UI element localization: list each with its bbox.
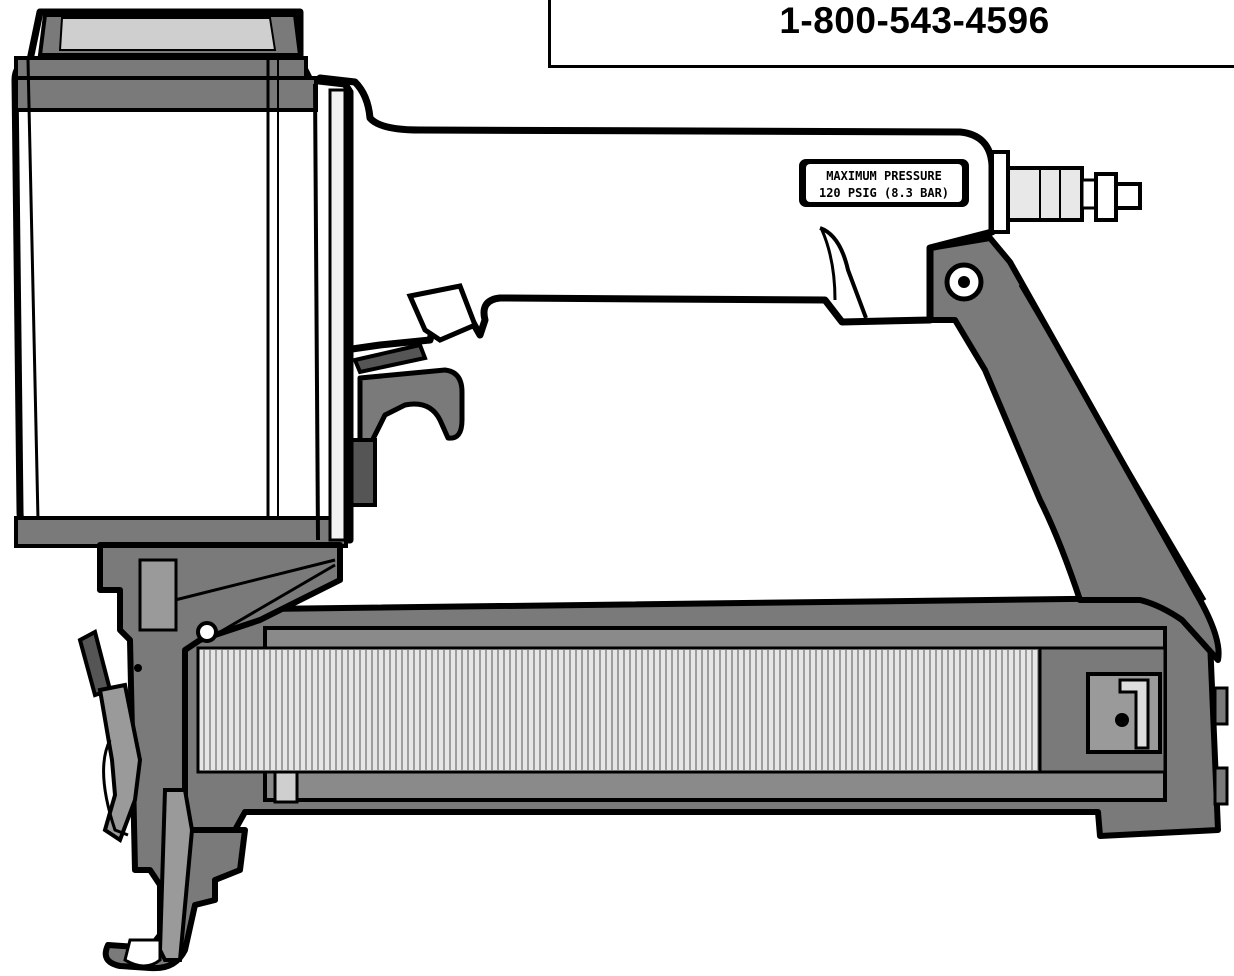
rear-support-arm xyxy=(927,235,1222,663)
air-fitting-icon xyxy=(990,150,1142,234)
plate-line-2: 120 PSIG (8.3 BAR) xyxy=(819,186,949,200)
head-housing xyxy=(11,8,354,548)
magazine-end-latch xyxy=(1038,646,1229,806)
nose-pivot-screw-icon xyxy=(196,621,218,643)
pressure-warning-plate: MAXIMUM PRESSURE 120 PSIG (8.3 BAR) xyxy=(799,159,969,207)
plate-line-1: MAXIMUM PRESSURE xyxy=(826,169,942,183)
trigger-assembly xyxy=(348,283,479,507)
fastener-strip xyxy=(196,646,1042,774)
phone-callout-box: 1-800-543-4596 xyxy=(548,0,1234,68)
nose-piece xyxy=(97,542,343,972)
phone-number: 1-800-543-4596 xyxy=(779,0,1050,41)
depth-adjust-lever xyxy=(77,629,143,844)
